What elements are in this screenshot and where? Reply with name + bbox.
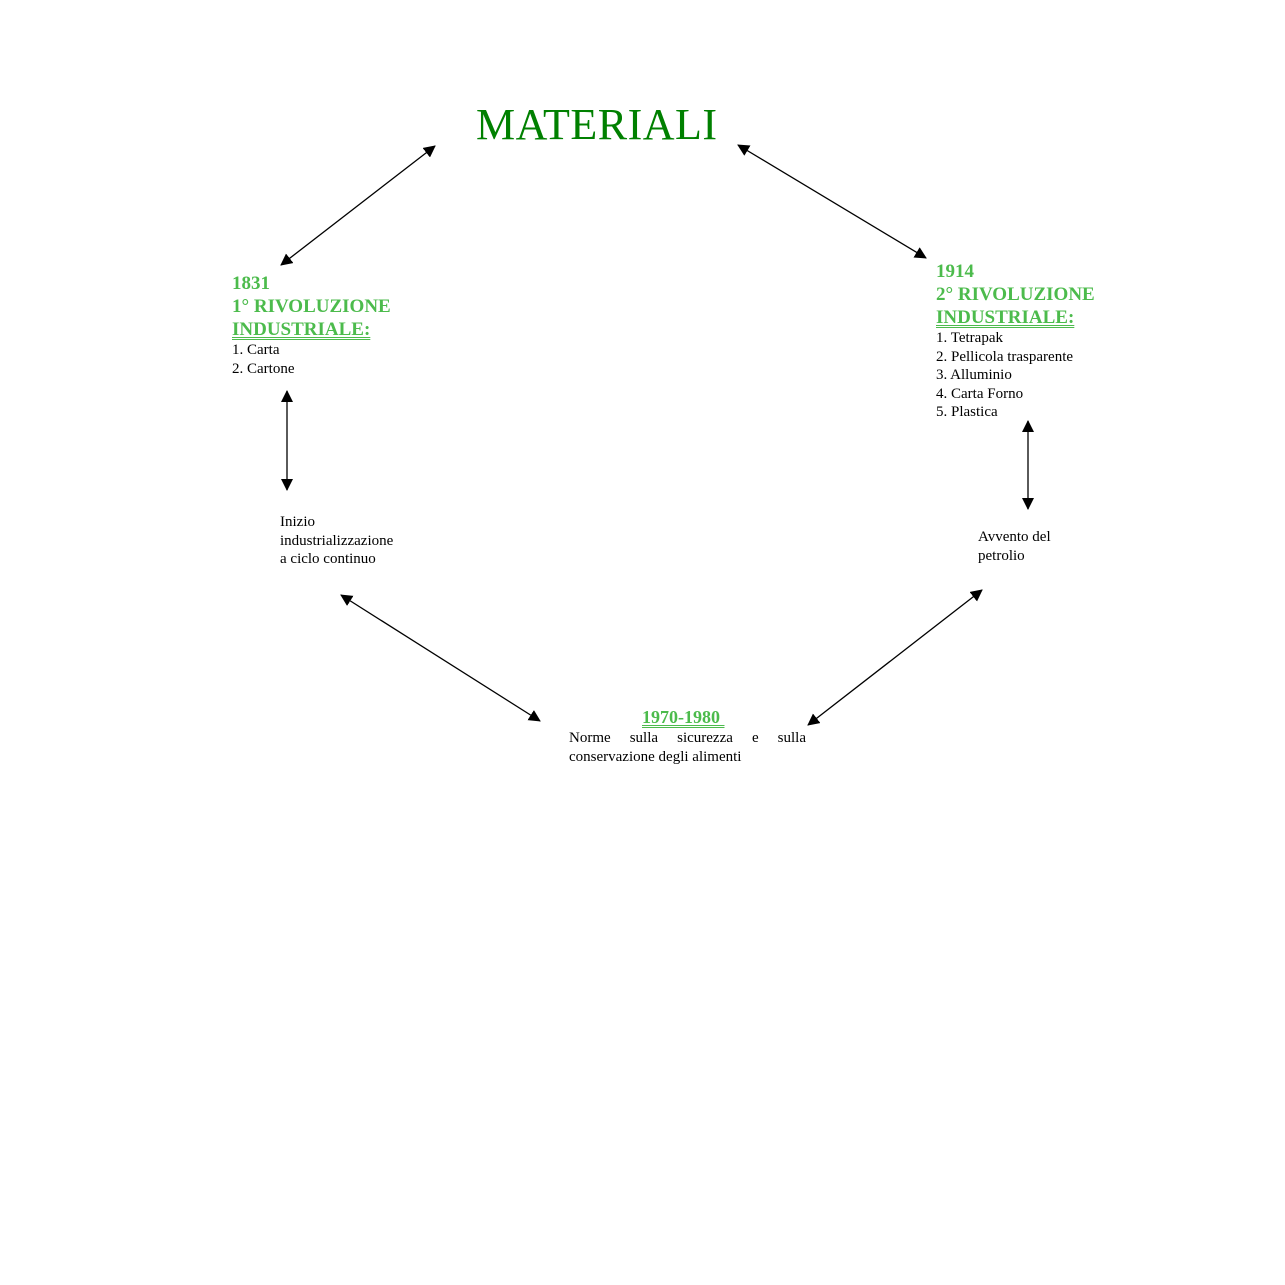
node-oil: Avvento del petrolio xyxy=(978,528,1051,565)
industrialization-line: industrializzazione xyxy=(280,532,394,549)
oil-line: petrolio xyxy=(978,547,1025,564)
node-regulations: 1970-1980 Norme sulla sicurezza e sulla … xyxy=(569,706,806,766)
arrow-title-to-1914 xyxy=(737,144,927,259)
node-second-revolution: 1914 2° RIVOLUZIONE INDUSTRIALE: 1. Tetr… xyxy=(936,260,1095,422)
industrialization-line: Inizio xyxy=(280,514,315,530)
node-first-revolution: 1831 1° RIVOLUZIONE INDUSTRIALE: 1. Cart… xyxy=(232,272,391,378)
arrow-title-to-1831 xyxy=(280,145,436,266)
first-revolution-heading-industrial: INDUSTRIALE: xyxy=(232,319,371,340)
second-revolution-materials: 1. Tetrapak 2. Pellicola trasparente 3. … xyxy=(936,329,1095,422)
regulations-text: Norme sulla sicurezza e sulla conservazi… xyxy=(569,730,806,765)
list-item: 3. Alluminio xyxy=(936,367,1012,383)
list-item: 2. Cartone xyxy=(232,360,295,377)
arrow-industrialization-to-regulations xyxy=(340,594,541,722)
regulations-period: 1970-1980 xyxy=(642,707,725,727)
node-industrialization: Inizio industrializzazione a ciclo conti… xyxy=(280,513,393,569)
second-revolution-heading: 2° RIVOLUZIONE xyxy=(936,284,1095,305)
diagram-title: MATERIALI xyxy=(476,100,718,149)
first-revolution-materials: 1. Carta 2. Cartone xyxy=(232,341,391,378)
list-item: 1. Tetrapak xyxy=(936,330,1003,346)
first-revolution-heading: 1° RIVOLUZIONE xyxy=(232,296,391,317)
first-revolution-year: 1831 xyxy=(232,273,270,294)
list-item: 1. Carta xyxy=(232,342,280,358)
list-item: 5. Plastica xyxy=(936,404,998,420)
second-revolution-year: 1914 xyxy=(936,261,974,282)
arrow-oil-to-regulations xyxy=(807,589,983,726)
oil-line: Avvento del xyxy=(978,529,1051,545)
list-item: 2. Pellicola trasparente xyxy=(936,348,1074,365)
industrialization-line: a ciclo continuo xyxy=(280,551,376,567)
second-revolution-heading-industrial: INDUSTRIALE: xyxy=(936,307,1075,328)
list-item: 4. Carta Forno xyxy=(936,385,1024,402)
